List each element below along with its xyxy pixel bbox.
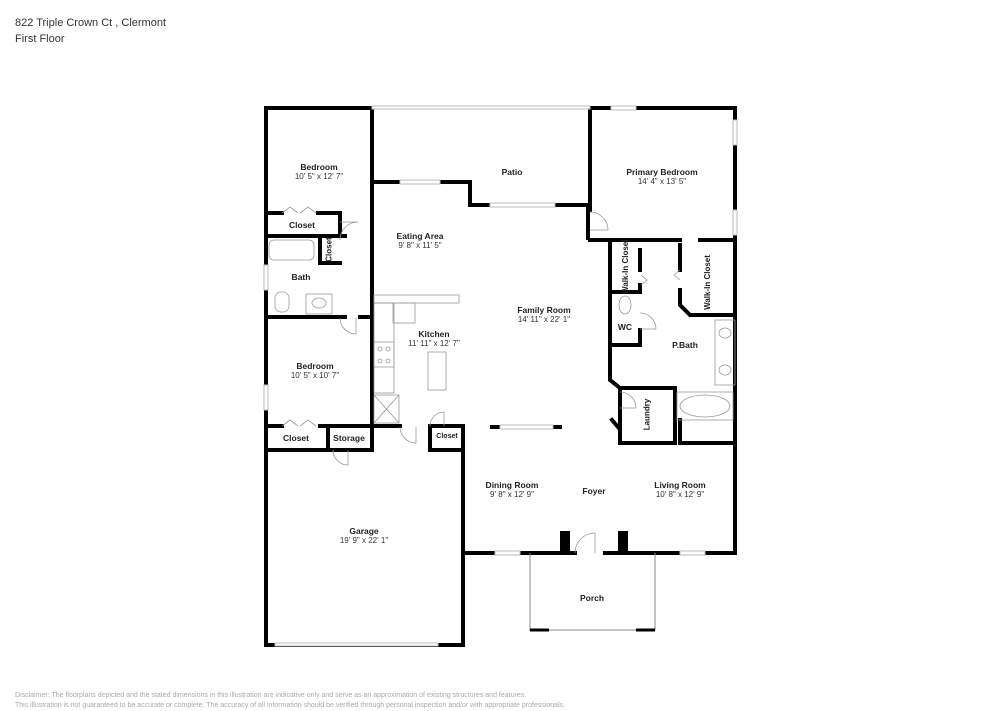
room-closet-1: Closet [289,220,315,230]
floor-label: First Floor [15,33,65,45]
room-closet-2: Closet [283,433,309,443]
room-dining-room: Dining Room 9' 8" x 12' 9" [485,480,539,499]
room-closet-small: Closet [324,237,334,262]
room-foyer: Foyer [582,486,606,496]
room-laundry: Laundry [642,398,652,431]
room-bedroom-2: Bedroom 10' 5" x 10' 7" [290,361,340,380]
disclaimer-line-2: This illustration is not guaranteed to b… [15,702,566,709]
room-living-room: Living Room 10' 8" x 12' 9" [654,480,706,499]
room-bath: Bath [291,272,311,282]
room-primary-bedroom: Primary Bedroom 14' 4" x 13' 5" [626,167,698,186]
room-wc: WC [617,322,633,332]
room-bedroom-1: Bedroom 10' 5" x 12' 7" [294,162,344,181]
room-closet-3: Closet [436,433,458,440]
room-garage: Garage 19' 9" x 22' 1" [339,526,389,545]
property-address: 822 Triple Crown Ct , Clermont [15,17,166,29]
room-storage: Storage [333,433,365,443]
room-porch: Porch [579,593,605,603]
room-kitchen: Kitchen 11' 11" x 12' 7" [408,329,460,348]
disclaimer-line-1: Disclaimer: The floorplans depicted and … [15,692,527,699]
room-walkin-closet-1: Walk-In Closet [620,239,630,294]
room-family-room: Family Room 14' 11" x 22' 1" [517,305,571,324]
room-walkin-closet-2: Walk-In Closet [702,255,712,310]
room-primary-bath: P.Bath [672,340,698,350]
room-patio: Patio [501,167,523,177]
room-eating-area: Eating Area 9' 8" x 11' 5" [396,231,444,250]
